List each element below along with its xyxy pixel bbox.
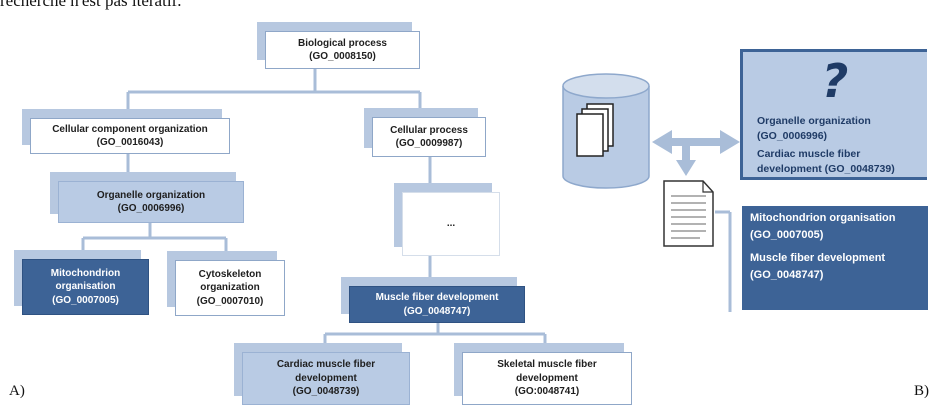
node-cytoskeleton-organization: Cytoskeleton organization (GO_0007010)	[167, 251, 285, 316]
node-id: (GO_0006996)	[117, 203, 185, 214]
node-name: Biological process	[298, 37, 387, 49]
node-name: Cardiac muscle fiber development	[276, 359, 376, 384]
query-results-box: ? Organelle organization (GO_0006996) Ca…	[740, 49, 927, 180]
node-cardiac-muscle-fiber-development: Cardiac muscle fiber development (GO_004…	[234, 343, 410, 405]
term-muscle-fiber-id: (GO_0048747)	[750, 269, 824, 282]
document-connector	[715, 210, 732, 312]
node-name: Organelle organization	[96, 189, 206, 201]
page-caption: recherche n'est pas itératif.	[0, 0, 182, 10]
node-name: Mitochondrion organisation	[50, 267, 121, 293]
node-name: Cytoskeleton organization	[198, 268, 262, 294]
node-mitochondrion-organisation: Mitochondrion organisation (GO_0007005)	[14, 250, 149, 315]
term-mitochondrion-id: (GO_0007005)	[750, 229, 824, 242]
node-ellipsis: ...	[394, 183, 500, 256]
node-id: (GO_0016043)	[96, 137, 164, 148]
panel-label-b: B)	[914, 383, 929, 399]
node-id: (GO:0048741)	[514, 386, 580, 398]
node-id: (GO_0007010)	[196, 295, 264, 307]
document-icon	[663, 180, 714, 247]
term-mitochondrion-name: Mitochondrion organisation	[750, 212, 896, 224]
node-cellular-process: Cellular process (GO_0009987)	[364, 108, 486, 157]
node-name: Skeletal muscle fiber development	[497, 359, 597, 384]
result-organelle-organization: Organelle organization (GO_0006996)	[757, 115, 871, 142]
node-biological-process: Biological process (GO_0008150)	[257, 22, 420, 69]
node-muscle-fiber-development: Muscle fiber development (GO_0048747)	[341, 277, 525, 323]
node-id: (GO_0048747)	[403, 305, 471, 317]
node-id: (GO_0048739)	[292, 386, 360, 398]
node-name: Cellular process	[390, 124, 468, 136]
node-id: (GO_0007005)	[52, 294, 119, 306]
node-id: (GO_0008150)	[309, 51, 376, 62]
node-id: (GO_0009987)	[395, 138, 463, 149]
panel-label-a: A)	[9, 383, 25, 399]
node-organelle-organization: Organelle organization (GO_0006996)	[50, 172, 244, 223]
annotation-terms-box: Mitochondrion organisation (GO_0007005) …	[742, 206, 928, 310]
node-skeletal-muscle-fiber-development: Skeletal muscle fiber development (GO:00…	[454, 343, 632, 405]
question-mark-icon: ?	[821, 54, 849, 108]
result-cardiac-muscle-fiber-development: Cardiac muscle fiber development (GO_004…	[757, 148, 895, 176]
node-cellular-component-organization: Cellular component organization (GO_0016…	[22, 109, 230, 154]
database-icon	[562, 73, 650, 189]
node-name: Muscle fiber development	[375, 292, 499, 303]
double-arrow-icon	[652, 130, 740, 176]
term-muscle-fiber-name: Muscle fiber development	[750, 252, 886, 265]
node-name: Cellular component organization	[52, 123, 208, 135]
node-name: ...	[446, 218, 456, 230]
